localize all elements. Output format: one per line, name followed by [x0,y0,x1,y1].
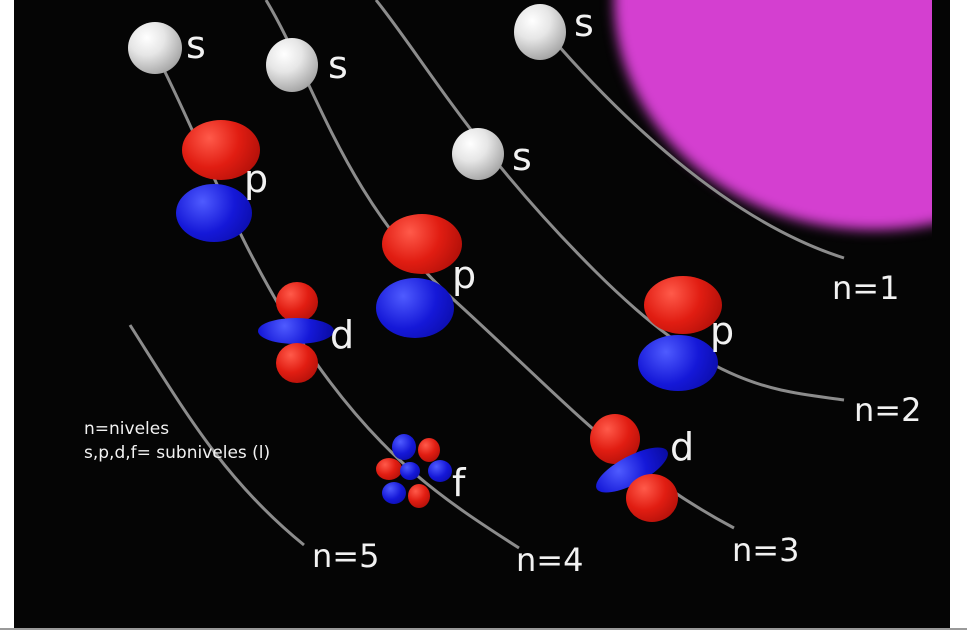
f-orbital-lobe-3 [376,458,402,480]
s-orbital-n3 [266,38,318,92]
orbit-n2 [374,0,845,402]
d-orbital-n3-lower-lobe [626,474,678,522]
f-orbital-lobe-4 [428,460,452,482]
label-p-n2: p [710,309,735,353]
d-orbital-n4-lower-lobe [276,343,318,383]
label-p-n3: p [452,253,477,297]
f-orbital-lobe-5 [382,482,406,504]
level-label-n2: n=2 [854,391,922,429]
label-p-n4: p [244,157,269,201]
level-label-n1: n=1 [832,269,900,307]
p-orbital-n2-upper-lobe [644,276,722,334]
f-orbital-lobe-6 [408,484,430,508]
s-orbital-n1 [514,4,566,60]
p-orbital-n4-lower-lobe [176,184,252,242]
bottom-divider [0,628,967,630]
label-s-n1: s [574,1,594,45]
orbit-lines [128,0,845,550]
s-orbital-n4 [128,22,182,74]
p-orbital-n2-lower-lobe [638,335,718,391]
label-s-n3: s [328,43,348,87]
s-orbital-n2 [452,128,504,180]
orbit-n5 [128,324,305,547]
label-d-n3: d [670,425,695,469]
f-orbital-lobe-1 [392,434,416,460]
level-label-n3: n=3 [732,531,800,569]
p-orbital-n4-upper-lobe [182,120,260,180]
d-orbital-n4-upper-lobe [276,282,318,322]
label-s-n4: s [186,23,206,67]
legend-line-subniveles: s,p,d,f= subniveles (l) [84,443,271,463]
legend-line-niveles: n=niveles [84,419,170,439]
p-orbital-n3-lower-lobe [376,278,454,338]
p-orbital-n3-upper-lobe [382,214,462,274]
label-d-n4: d [330,313,355,357]
level-label-n5: n=5 [312,537,380,575]
f-orbital-lobe-7 [400,462,420,480]
orbit-n1 [548,35,845,260]
slide-right-border [932,0,950,628]
label-s-n2: s [512,135,532,179]
diagram-canvas: s s s s p p p d d f n=1 n=2 n=3 n=4 n=5 … [14,0,950,628]
f-orbital-lobe-2 [418,438,440,462]
level-label-n4: n=4 [516,541,584,579]
label-f-n4: f [452,461,466,505]
d-orbital-n4-ring [258,318,334,344]
